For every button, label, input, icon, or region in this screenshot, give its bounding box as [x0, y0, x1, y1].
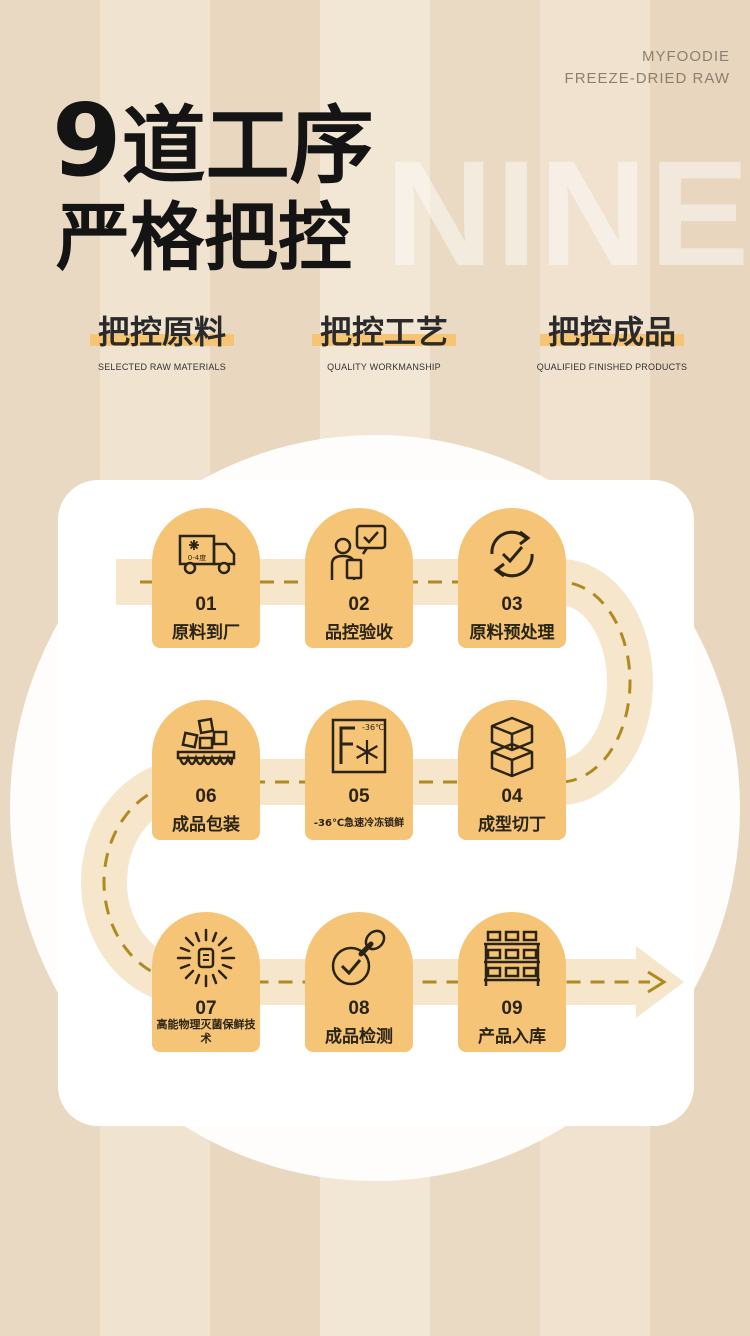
- step-05-quick-freeze: -36℃ 05 -36℃急速冷冻锁鲜: [305, 700, 413, 840]
- pillar-title: 把控工艺: [311, 312, 456, 352]
- title-line1-text: 道工序: [121, 97, 374, 195]
- step-label: 成品检测: [325, 1027, 393, 1047]
- warehouse-shelf-icon: [484, 930, 540, 986]
- pillar-subtitle: QUALIFIED FINISHED PRODUCTS: [536, 362, 688, 372]
- process-cycle-icon: [490, 530, 534, 578]
- step-number: 03: [501, 594, 523, 615]
- pillar-subtitle: QUALITY WORKMANSHIP: [327, 362, 441, 372]
- inspector-icon: [330, 524, 387, 580]
- pillar-finished-products: 把控成品 QUALIFIED FINISHED PRODUCTS: [502, 312, 722, 372]
- step-number: 02: [348, 594, 370, 615]
- step-label: 高能物理灭菌保鲜技术: [156, 1018, 256, 1045]
- step-number: 01: [195, 594, 217, 615]
- truck-icon: 0-4度: [178, 534, 236, 575]
- cubes-icon: [490, 716, 534, 778]
- step-label: 成品包装: [172, 815, 240, 835]
- step-number: 06: [195, 786, 217, 807]
- freezer-temp-text: -36℃: [362, 723, 384, 732]
- sterilize-icon: [176, 928, 236, 988]
- pillar-raw-materials: 把控原料 SELECTED RAW MATERIALS: [52, 312, 272, 372]
- pillar-subtitle: SELECTED RAW MATERIALS: [98, 362, 226, 372]
- pillar-title: 把控原料: [89, 312, 234, 352]
- step-number: 08: [348, 998, 370, 1019]
- step-label: 品控验收: [325, 623, 393, 643]
- packaging-tray-icon: [176, 717, 236, 766]
- step-06-packaging: 06 成品包装: [152, 700, 260, 840]
- step-number: 05: [348, 786, 370, 807]
- step-label: -36℃急速冷冻锁鲜: [313, 818, 405, 829]
- page-title-line1: 9道工序: [52, 86, 374, 201]
- pillar-workmanship: 把控工艺 QUALITY WORKMANSHIP: [274, 312, 494, 372]
- step-label: 产品入库: [478, 1027, 546, 1047]
- brand-name: MYFOODIE: [641, 48, 730, 65]
- step-01-raw-arrival: 0-4度 01 原料到厂: [152, 508, 260, 648]
- step-03-preprocessing: 03 原料预处理: [458, 508, 566, 648]
- inspection-stamp-icon: [331, 929, 386, 986]
- step-number: 09: [501, 998, 523, 1019]
- step-number: 04: [501, 786, 523, 807]
- step-number: 07: [195, 998, 217, 1019]
- step-label: 成型切丁: [478, 815, 546, 835]
- brand-tagline: FREEZE-DRIED RAW: [564, 70, 730, 87]
- path-arrowhead-band: [636, 946, 684, 1018]
- path-arrowhead: [647, 970, 667, 994]
- pillar-title: 把控成品: [539, 312, 684, 352]
- brand-mark: MYFOODIE FREEZE-DRIED RAW: [565, 46, 730, 90]
- step-04-dicing: 04 成型切丁: [458, 700, 566, 840]
- step-label: 原料到厂: [172, 623, 240, 643]
- step-label: 原料预处理: [469, 623, 555, 643]
- step-09-warehousing: 09 产品入库: [458, 912, 566, 1052]
- step-02-quality-check: 02 品控验收: [305, 508, 413, 648]
- step-08-inspection: 08 成品检测: [305, 912, 413, 1052]
- freezer-icon: -36℃: [331, 718, 387, 774]
- watermark-text: NINE: [385, 129, 750, 297]
- step-07-sterilization: 07 高能物理灭菌保鲜技术: [152, 912, 260, 1052]
- page-title-line2: 严格把控: [56, 195, 352, 281]
- title-number: 9: [52, 82, 122, 199]
- truck-temp-text: 0-4度: [188, 553, 206, 562]
